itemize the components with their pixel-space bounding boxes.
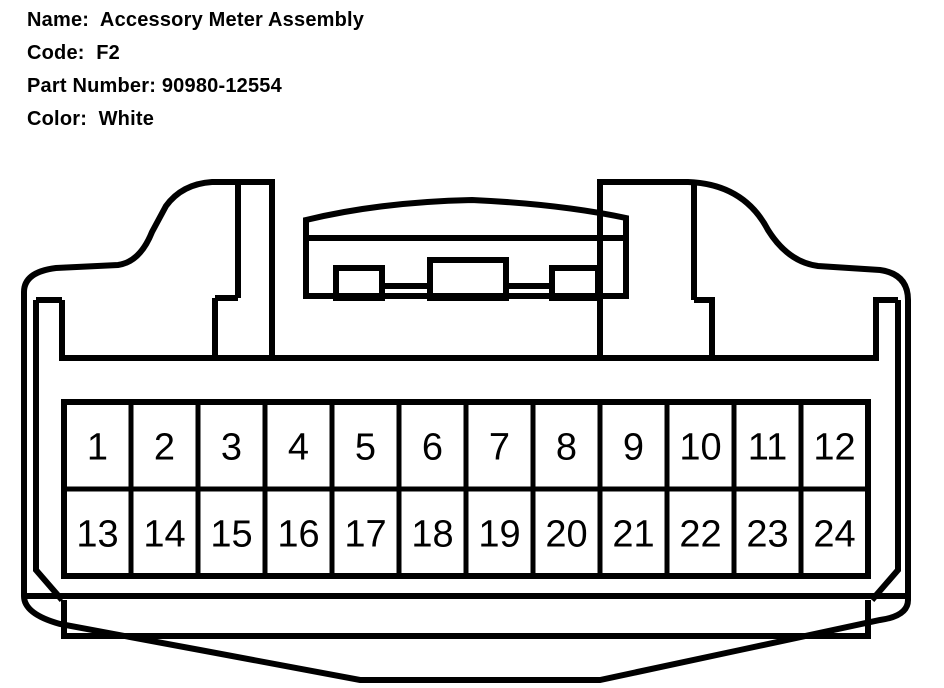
pin-number-label: 23 [746,514,788,556]
pin-number-label: 21 [612,514,654,556]
pin-number-label: 5 [355,427,376,469]
right-inner-wall [712,297,901,602]
pin-number-label: 3 [221,427,242,469]
pin-number-label: 6 [422,427,443,469]
pin-number-label: 15 [210,514,252,556]
pin-number-label: 22 [679,514,721,556]
locking-lever [303,196,629,299]
code-value: F2 [96,42,120,64]
connector-housing-outline [21,179,911,683]
pin-number-label: 14 [143,514,185,556]
color-row: Color: White [27,103,364,136]
name-value: Accessory Meter Assembly [99,9,365,31]
left-lower-step [59,300,215,361]
code-label: Code: [27,42,85,64]
pin-number-label: 19 [478,514,520,556]
pin-number-label: 1 [87,427,108,469]
pin-number-label: 20 [545,514,587,556]
left-inner-wall [33,297,65,602]
pin-number-label: 7 [489,427,510,469]
lever-tab-center [427,257,509,301]
part-number-label: Part Number: [27,75,157,97]
color-label: Color: [27,108,88,130]
pin-cavity [798,486,871,579]
bottom-rail [24,593,908,639]
part-number-row: Part Number: 90980-12554 [27,70,364,103]
part-number-value: 90980-12554 [161,75,282,97]
pin-number-label: 24 [813,514,855,556]
right-latch-post [600,184,715,361]
color-value: White [98,108,155,130]
pin-number-label: 13 [76,514,118,556]
connector-info: Name: Accessory Meter Assembly Code: F2 … [27,4,364,136]
pin-number-label: 10 [679,427,721,469]
pin-number-label: 12 [813,427,855,469]
pin-number-label: 17 [344,514,386,556]
pin-number-label: 18 [411,514,453,556]
code-row: Code: F2 [27,37,364,70]
pin-number-label: 8 [556,427,577,469]
pin-number-label: 16 [277,514,319,556]
pin-number-label: 2 [154,427,175,469]
pin-number-label: 9 [623,427,644,469]
pin-number-label: 4 [288,427,309,469]
name-label: Name: [27,9,90,31]
left-latch-post [212,182,272,361]
name-row: Name: Accessory Meter Assembly [27,4,364,37]
pin-number-label: 11 [748,427,787,469]
